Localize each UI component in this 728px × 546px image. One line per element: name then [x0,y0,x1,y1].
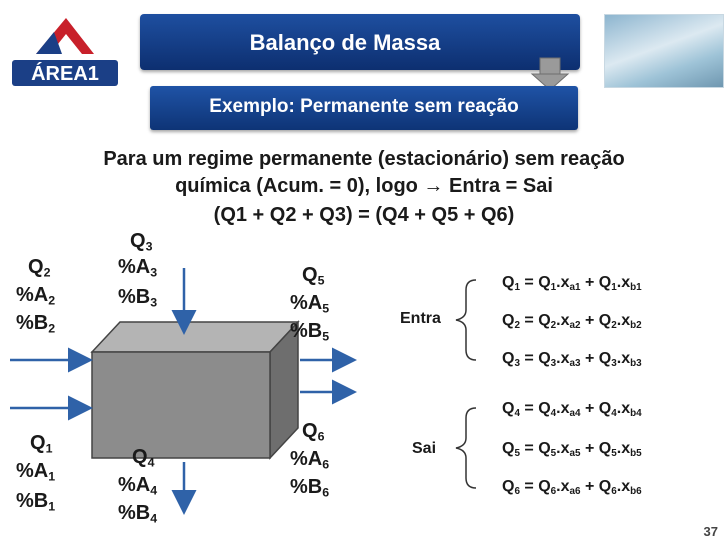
industrial-plant-photo [604,14,724,88]
stream-q1-a: %A1 [16,460,56,484]
sai-label: Sai [412,440,437,457]
stream-q4-a: %A4 [118,474,158,498]
stream-q2-a: %A2 [16,284,56,308]
stream-q4-flow: Q4 [132,446,155,470]
equation-sai-6: Q6 = Q6.xa6 + Q6.xb6 [502,478,642,497]
page-subtitle: Exemplo: Permanente sem reação [209,96,519,117]
stream-q3-b: %B3 [118,286,158,310]
stream-q1-b: %B1 [16,490,56,514]
chevron-down-icon [530,57,570,91]
title-banner [140,14,580,70]
page-number: 37 [703,524,718,539]
equation-entra-2: Q2 = Q2.xa2 + Q2.xb2 [502,312,642,331]
stream-q2-b: %B2 [16,312,56,336]
stream-q1-flow: Q1 [30,432,53,456]
sai-brace [455,407,477,489]
stream-q6-a: %A6 [290,448,330,472]
stream-q3-a: %A3 [118,256,158,280]
entra-brace [455,279,477,361]
page-title: Balanço de Massa [249,30,441,55]
stream-q5-flow: Q5 [302,264,325,288]
box-front-face [91,351,271,459]
equation-entra-3: Q3 = Q3.xa3 + Q3.xb3 [502,350,642,369]
intro-line-3: (Q1 + Q2 + Q3) = (Q4 + Q5 + Q6) [213,204,515,226]
stream-q3-flow: Q3 [130,230,153,254]
stream-q6-b: %B6 [290,476,330,500]
stream-q5-b: %B5 [290,320,330,344]
equation-entra-1: Q1 = Q1.xa1 + Q1.xb1 [502,274,642,293]
intro-line-2: química (Acum. = 0), logo → Entra = Sai [0,175,728,198]
stream-q5-a: %A5 [290,292,330,316]
equation-sai-5: Q5 = Q5.xa5 + Q5.xb5 [502,440,642,459]
entra-label: Entra [400,310,441,327]
subtitle-banner [150,86,578,130]
stream-q4-b: %B4 [118,502,158,526]
box-top-face [90,321,300,353]
stream-q2-flow: Q2 [28,256,51,280]
equation-sai-4: Q4 = Q4.xa4 + Q4.xb4 [502,400,642,419]
stream-q6-flow: Q6 [302,420,325,444]
intro-line-1: Para um regime permanente (estacionário)… [103,148,625,170]
area1-logo: ÁREA1 [6,14,124,88]
intro-line-2-text: química (Acum. = 0), logo → Entra = Sai [175,175,553,197]
svg-text:ÁREA1: ÁREA1 [31,62,99,85]
